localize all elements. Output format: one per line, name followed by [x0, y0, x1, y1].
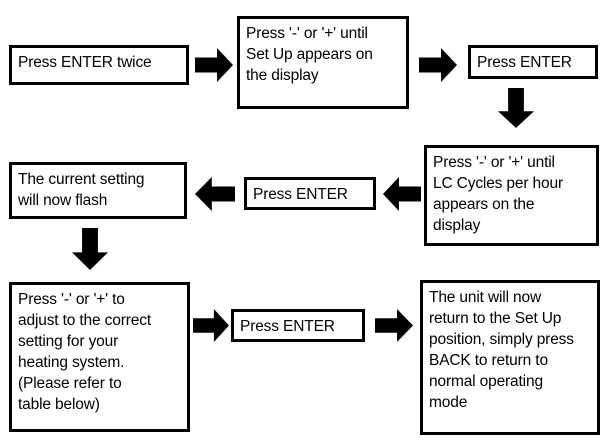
arrow-right-icon — [419, 48, 457, 82]
flow-node-press-enter-middle: Press ENTER — [244, 177, 376, 210]
arrow-down-icon — [72, 228, 108, 270]
flow-node-press-enter-bottom: Press ENTER — [231, 309, 365, 342]
flow-node-press-enter-twice: Press ENTER twice — [9, 45, 189, 85]
arrow-left-icon — [195, 177, 235, 211]
flow-node-current-setting-will-flash: The current setting will now flash — [9, 162, 187, 219]
flow-node-adjust-to-correct-setting: Press '-' or '+' to adjust to the correc… — [9, 282, 190, 432]
arrow-right-icon — [193, 309, 229, 342]
flow-node-unit-returns-to-set-up: The unit will now return to the Set Up p… — [420, 280, 600, 435]
flow-node-press-minus-plus-set-up: Press '-' or '+' until Set Up appears on… — [237, 16, 409, 109]
flow-node-press-enter-top: Press ENTER — [468, 45, 598, 79]
arrow-right-icon — [375, 309, 413, 342]
arrow-left-icon — [383, 177, 421, 211]
flow-node-press-minus-plus-lc-cycles: Press '-' or '+' until LC Cycles per hou… — [424, 145, 599, 246]
arrow-right-icon — [195, 48, 233, 82]
arrow-down-icon — [498, 88, 534, 128]
